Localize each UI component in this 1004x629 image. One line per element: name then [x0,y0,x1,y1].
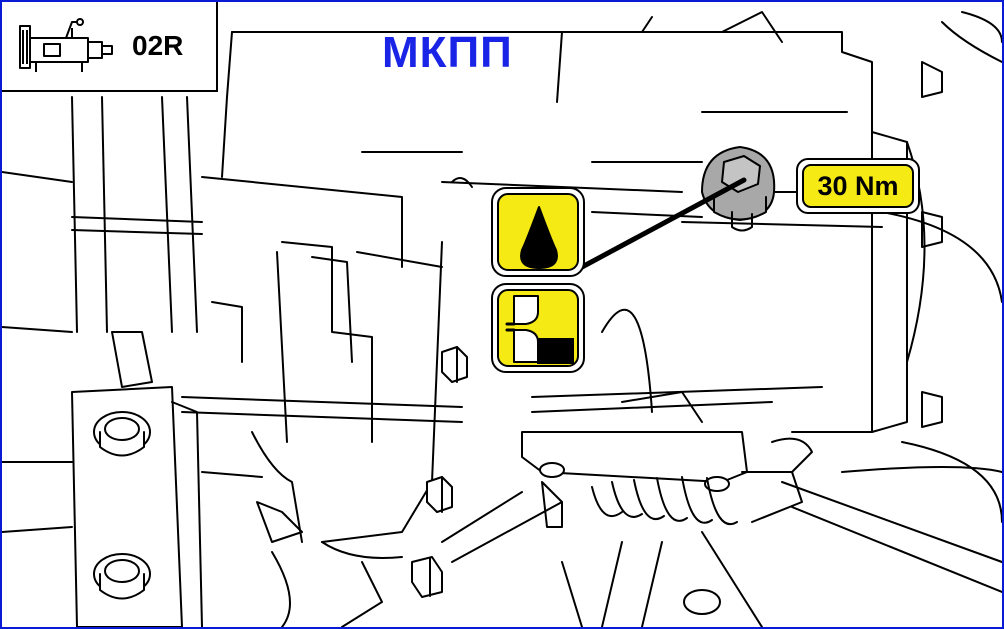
shift-housing [201,176,473,627]
housing-bolt-a [441,346,468,383]
left-mount-bracket [71,386,463,627]
bracket-bolt-lower [93,553,151,600]
diagram-title: МКПП [382,28,513,77]
rubber-boot [591,437,1002,593]
oil-drop-icon [491,187,585,277]
right-side-components [841,11,1002,523]
housing-bolt-b [426,476,453,513]
model-code-label: 02R [132,30,184,61]
model-code-box: 02R [2,2,218,92]
cable-flange [521,308,823,528]
left-frame-rails [2,96,203,533]
lower-linkage [201,471,763,627]
leader-line [579,177,747,270]
torque-value: 30 Nm [802,164,914,208]
housing-bolt-c [411,556,443,598]
oil-level-icon [491,283,585,373]
gearbox-icon [19,18,113,72]
bracket-bolt-upper [93,411,151,457]
torque-badge: 30 Nm [796,158,920,214]
fill-plug [701,146,776,232]
